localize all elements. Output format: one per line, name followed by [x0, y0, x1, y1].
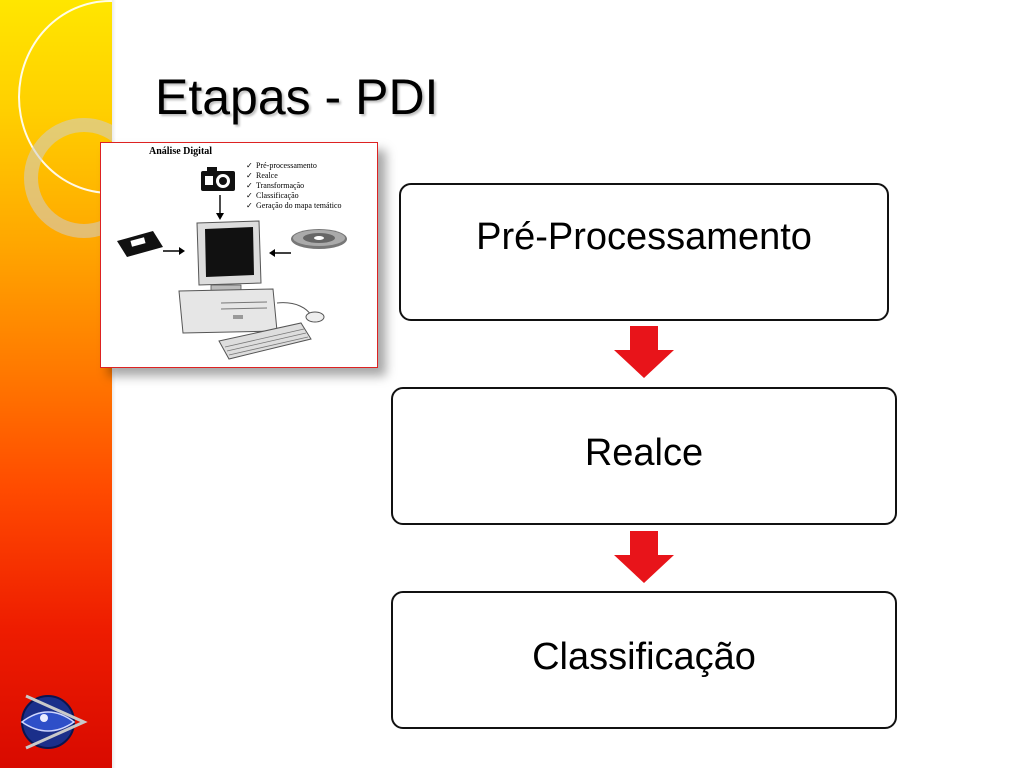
floppy-disk-icon: [117, 231, 163, 257]
figure-checklist: ✓Pré-processamento ✓Realce ✓Transformaçã…: [246, 161, 342, 211]
side-band-shadow: [112, 0, 116, 768]
checklist-item: ✓Pré-processamento: [246, 161, 317, 170]
step-pre-processamento: Pré-Processamento: [399, 183, 889, 321]
computer-icon: [178, 220, 278, 334]
slide-title: Etapas - PDI: [155, 69, 439, 125]
step-classificacao: Classificação: [391, 591, 897, 729]
eye-logo-icon: [20, 694, 88, 750]
checklist-item: ✓Realce: [246, 171, 278, 180]
analise-digital-figure: Análise Digital ✓Pré-processamento ✓Real…: [100, 142, 378, 368]
mouse-icon: [276, 302, 325, 323]
cd-icon: [291, 229, 347, 249]
down-arrow-icon: [614, 326, 674, 378]
checklist-item: ✓Geração do mapa temático: [246, 201, 342, 210]
figure-title: Análise Digital: [149, 146, 213, 157]
side-decoration-band: [0, 0, 112, 768]
checklist-item: ✓Classificação: [246, 191, 299, 200]
down-arrow-icon: [614, 531, 674, 583]
keyboard-icon: [218, 322, 312, 360]
step-realce: Realce: [391, 387, 897, 525]
checklist-item: ✓Transformação: [246, 181, 305, 190]
camera-icon: [201, 167, 235, 191]
figure-illustration: [117, 167, 347, 360]
